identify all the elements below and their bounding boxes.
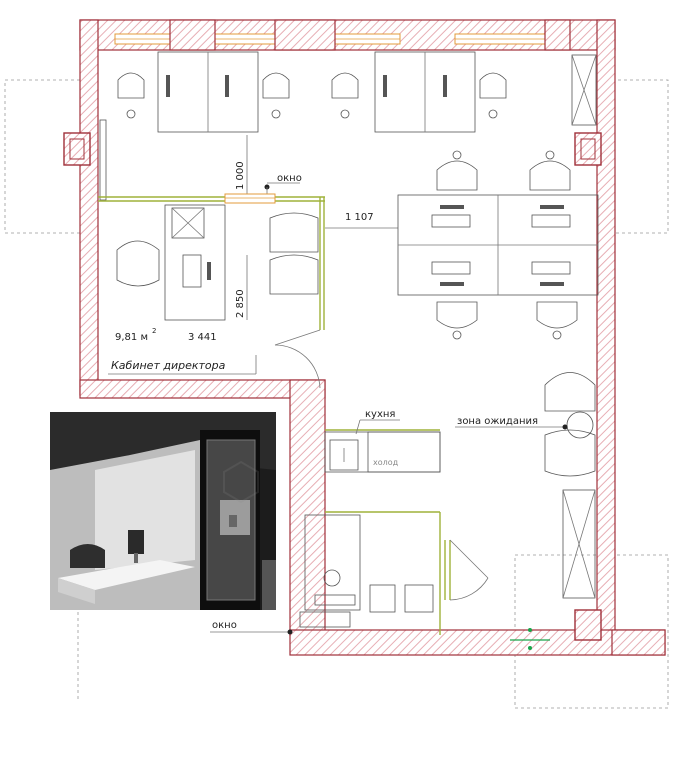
- svg-text:холод: холод: [373, 458, 399, 467]
- bathroom: [299, 514, 434, 628]
- center-chairs: [436, 150, 578, 340]
- dim-3441: 3 441: [188, 332, 217, 343]
- columns: [63, 132, 602, 641]
- office-render-photo: [50, 412, 276, 610]
- waiting-label: зона ожидания: [455, 416, 568, 430]
- svg-text:окно: окно: [277, 173, 302, 184]
- svg-text:зона ожидания: зона ожидания: [457, 416, 538, 427]
- left-shelf: [99, 119, 107, 201]
- svg-text:1 000: 1 000: [235, 161, 246, 190]
- watermark-logo: [223, 460, 259, 504]
- dim-1107: 1 107: [325, 212, 398, 229]
- dashed-outline-left: [4, 79, 96, 234]
- window-label-bottom: окно: [210, 620, 293, 635]
- area-superscript: 2: [152, 327, 156, 335]
- top-windows: [114, 19, 571, 51]
- area-label: 9,81 м: [115, 332, 148, 343]
- svg-text:Кабинет директора: Кабинет директора: [111, 359, 226, 372]
- waiting-area: [544, 372, 596, 599]
- svg-text:2 850: 2 850: [235, 289, 246, 318]
- kitchen-area: холод: [324, 429, 441, 635]
- top-desks: [157, 51, 476, 133]
- center-desks: [397, 194, 599, 296]
- director-chairs: [116, 212, 319, 295]
- bathroom-door: [444, 539, 489, 601]
- director-office-walls: [98, 193, 325, 389]
- top-chairs: [117, 72, 507, 119]
- right-cabinet: [571, 54, 597, 126]
- dim-vertical-1000: 1 000: [235, 135, 248, 195]
- room-title: Кабинет директора: [108, 355, 257, 375]
- director-desk: [164, 204, 226, 321]
- entrance: [510, 628, 550, 650]
- window-label-top: окно: [264, 173, 302, 196]
- dashed-outline-right: [599, 79, 669, 234]
- svg-text:1 107: 1 107: [345, 212, 374, 223]
- kitchen-label: кухня: [355, 409, 400, 435]
- dim-vertical-2850: 2 850: [235, 255, 248, 320]
- svg-text:окно: окно: [212, 620, 237, 631]
- svg-text:кухня: кухня: [365, 409, 395, 420]
